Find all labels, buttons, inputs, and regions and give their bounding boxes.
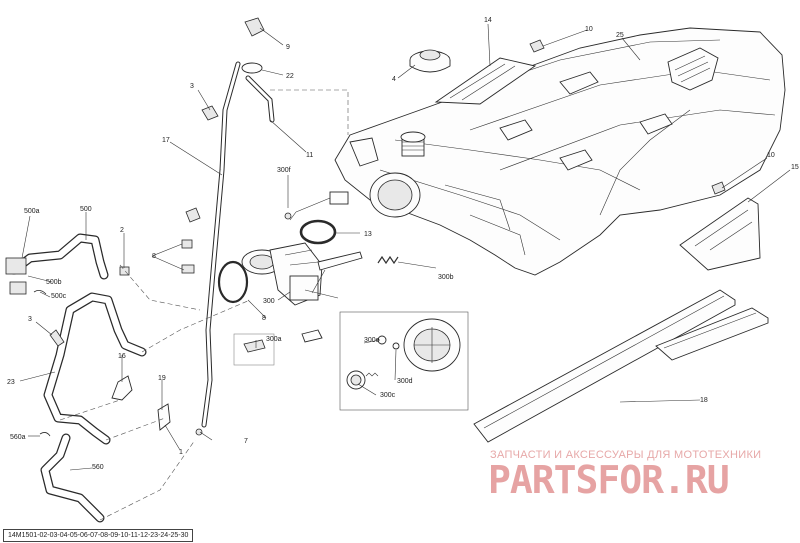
- callout-10-top: 10: [585, 26, 593, 33]
- clamp-500c: [33, 290, 47, 295]
- grommet-22: [241, 62, 263, 74]
- heat-shield-14: [434, 57, 537, 105]
- callout-3-top: 3: [190, 83, 194, 90]
- callout-8-ring: 8: [262, 315, 266, 322]
- callout-1: 1: [179, 449, 183, 456]
- clip-10-right: [711, 181, 726, 195]
- callout-19: 19: [158, 375, 166, 382]
- pump-detail-inset: [339, 311, 469, 411]
- callout-300f: 300f: [277, 167, 291, 174]
- clip-10-top: [529, 39, 545, 53]
- callout-300d: 300d: [397, 378, 413, 385]
- callout-4: 4: [392, 76, 396, 83]
- callout-17: 17: [162, 137, 170, 144]
- callout-labels: 9 22 3 17 11 4 14 10 25 10 15 18 300f 13…: [7, 17, 799, 471]
- callout-300b: 300b: [438, 274, 454, 281]
- spring: [377, 255, 399, 265]
- callout-300c: 300c: [380, 392, 396, 399]
- callout-22: 22: [286, 73, 294, 80]
- callout-25: 25: [616, 32, 624, 39]
- callout-560: 560: [92, 464, 104, 471]
- callout-3-left: 3: [28, 316, 32, 323]
- callout-2: 2: [120, 227, 124, 234]
- leader-lines: [19, 23, 791, 471]
- heat-shield-15: [679, 197, 761, 271]
- callout-500c: 500c: [51, 293, 67, 300]
- hose-500: [5, 233, 109, 295]
- callout-11: 11: [306, 152, 313, 159]
- vent-tube: [201, 61, 275, 428]
- watermark-subtitle: ЗАПЧАСТИ И АКСЕССУАРЫ ДЛЯ МОТОТЕХНИКИ: [490, 449, 762, 461]
- hose-560: [40, 433, 105, 523]
- callout-8-fitting: 8: [152, 253, 156, 260]
- callout-560a: 560a: [10, 434, 26, 441]
- hose-23: [43, 292, 147, 445]
- fuel-tank: [334, 27, 786, 276]
- callout-15: 15: [791, 164, 799, 171]
- callout-16: 16: [118, 353, 126, 360]
- fuel-cap: [409, 49, 451, 73]
- clamp-3-left: [49, 329, 65, 347]
- clamp-3-top: [201, 105, 219, 121]
- small-fittings: [119, 207, 201, 276]
- bracket-16: [111, 375, 133, 401]
- callout-300a: 300a: [266, 336, 282, 343]
- callout-500a: 500a: [24, 208, 40, 215]
- valve-9: [244, 17, 265, 37]
- callout-7: 7: [244, 438, 248, 445]
- callout-500b: 500b: [46, 279, 62, 286]
- lock-ring: [217, 260, 249, 304]
- callout-500: 500: [80, 206, 92, 213]
- clip-7: [195, 428, 203, 436]
- tank-pad: [473, 289, 769, 443]
- callout-18: 18: [700, 397, 708, 404]
- watermark-brand: PARTSFOR.RU: [488, 458, 730, 502]
- callout-23: 23: [7, 379, 15, 386]
- fuel-level-sensor: [284, 191, 349, 221]
- assembly-lines: [59, 89, 349, 521]
- drawing-code: 14M1501-02-03-04-05-06-07-08-09-10-11-12…: [3, 529, 194, 542]
- callout-300e: 300e: [364, 337, 380, 344]
- bracket-19: [157, 403, 171, 431]
- inset-box-300a: [233, 333, 275, 366]
- callout-300: 300: [263, 298, 275, 305]
- o-ring: [299, 219, 337, 245]
- callout-13: 13: [364, 231, 372, 238]
- fuel-pump: [241, 242, 363, 306]
- callout-10-right: 10: [767, 152, 775, 159]
- callout-9: 9: [286, 44, 290, 51]
- clamp-560a: [39, 432, 51, 437]
- callout-14: 14: [484, 17, 492, 24]
